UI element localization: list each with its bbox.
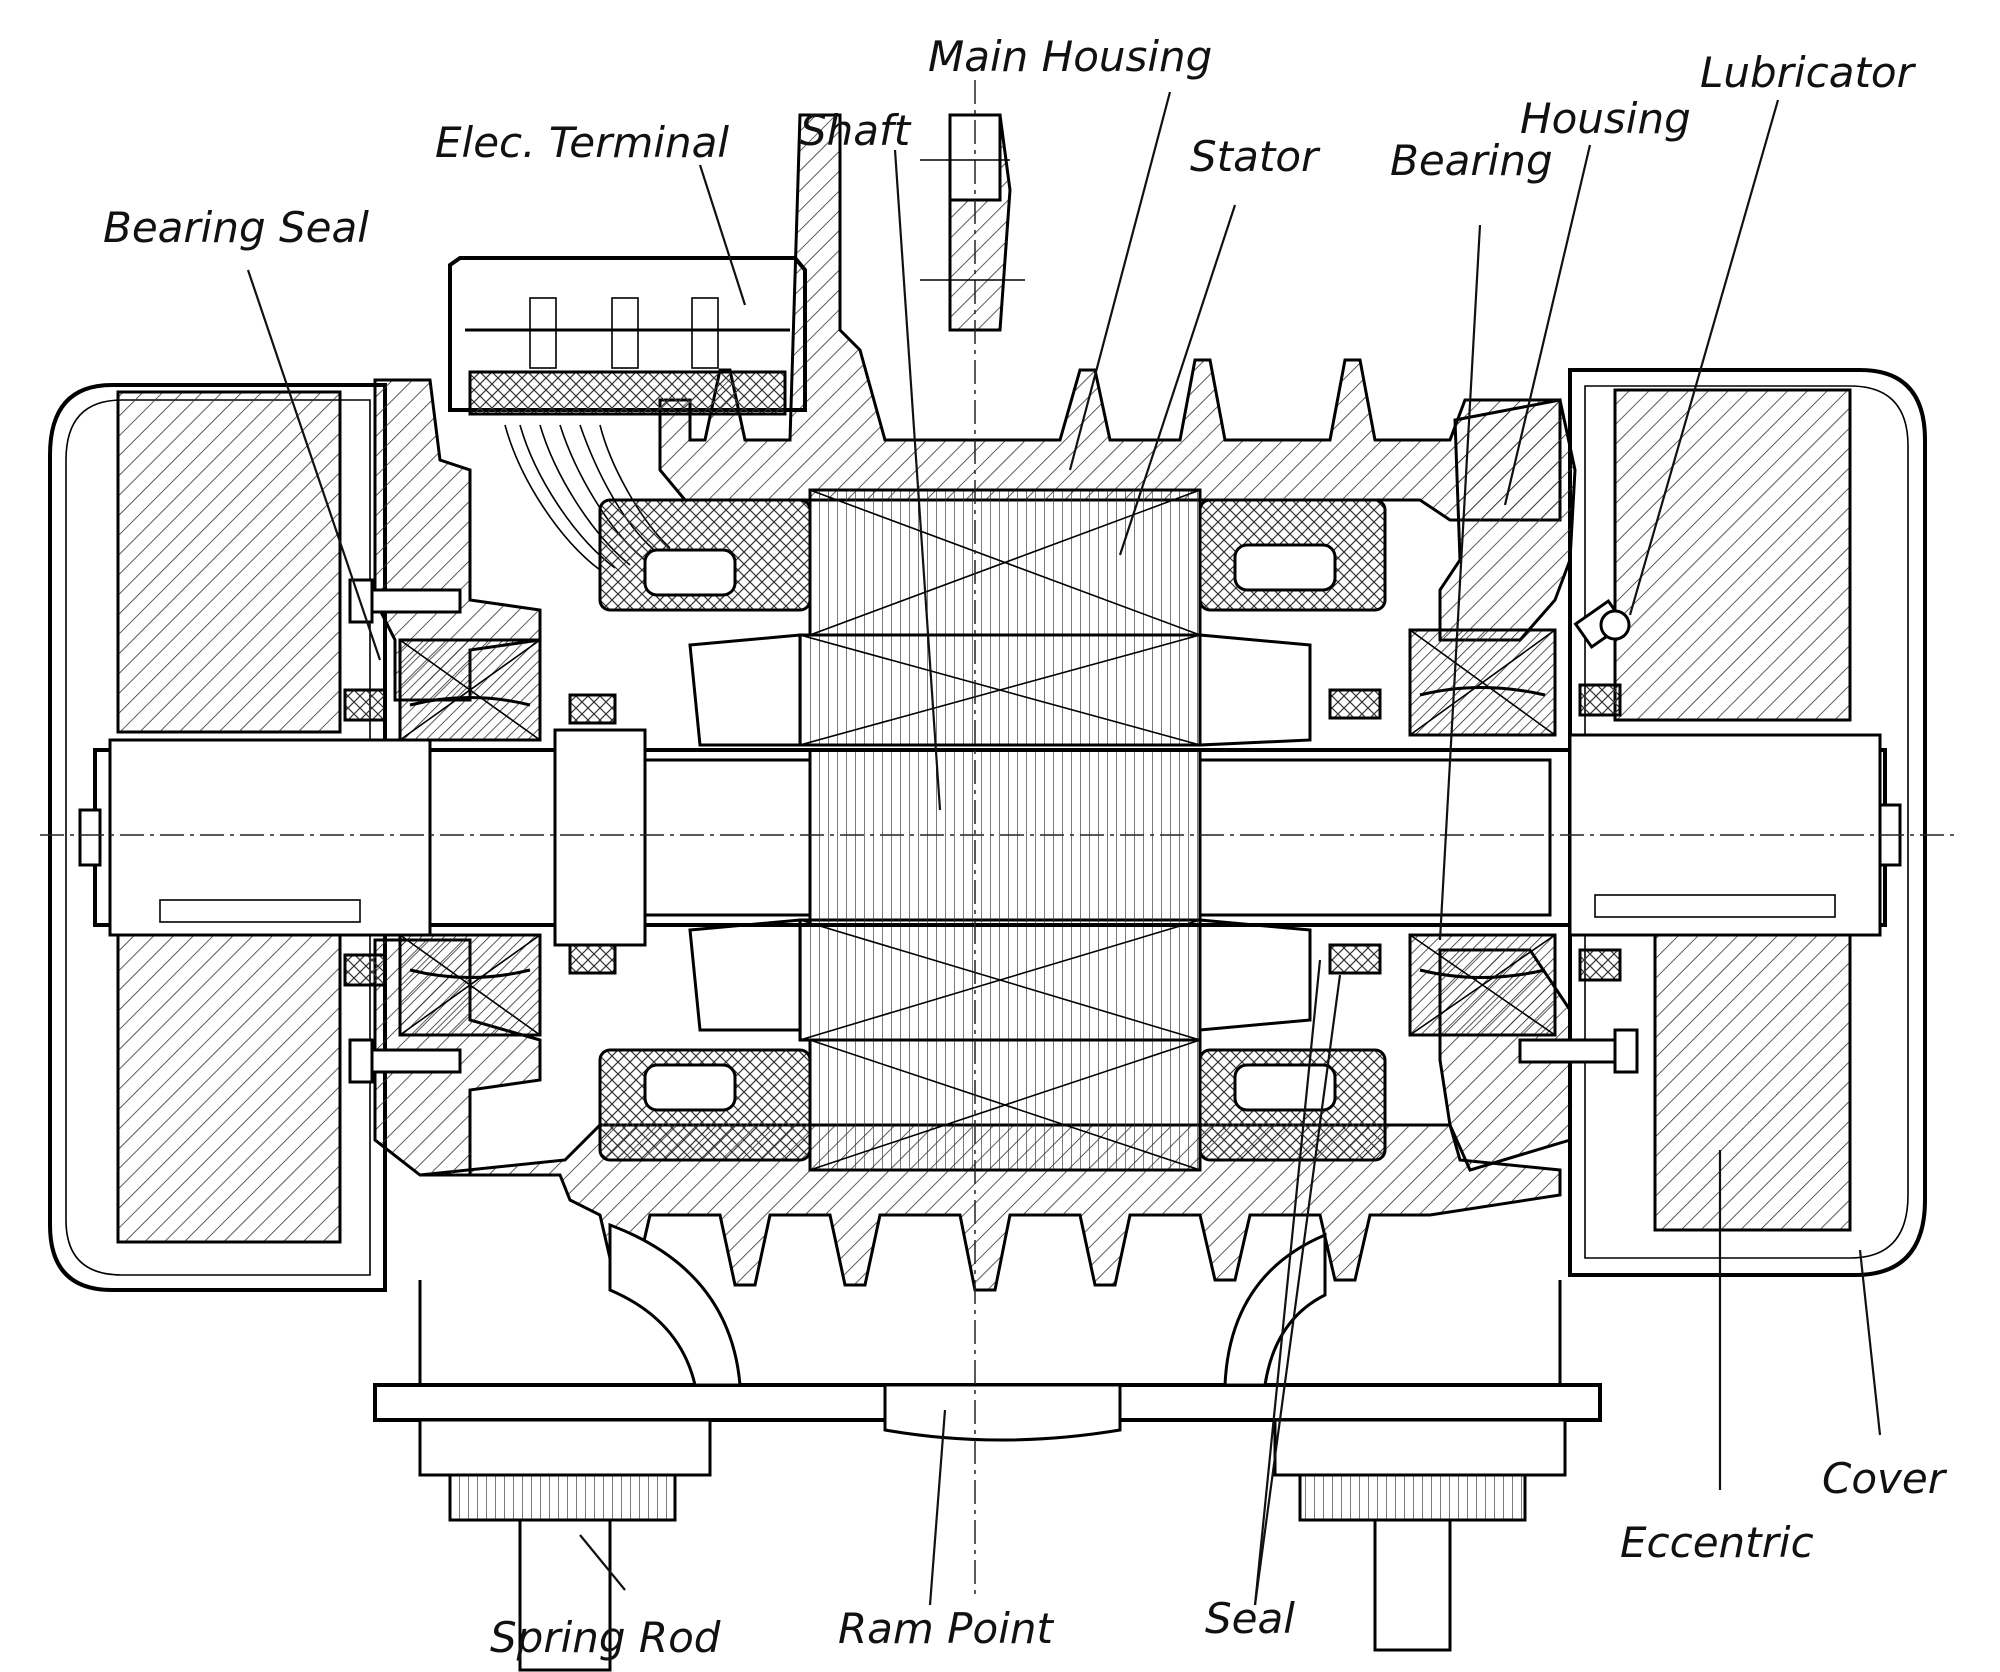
right-eccentric-weight [1613,388,1852,1232]
stator-windings [598,498,1387,1162]
label-bearing-seal: Bearing Seal [103,203,369,252]
right-spring-mount [1223,1232,1567,1522]
rotor [688,633,1312,1042]
label-seal: Seal [1205,1594,1295,1643]
left-cover [48,383,387,1292]
base-plate [373,1280,1602,1442]
left-spring-mount [418,1222,742,1522]
label-ram-point: Ram Point [838,1604,1053,1653]
label-stator: Stator [1190,132,1319,181]
main-housing [419,113,1562,1292]
electrical-terminal-box [448,256,807,571]
left-eccentric-weight [116,390,342,1244]
label-lubricator: Lubricator [1700,48,1914,97]
label-elec-terminal: Elec. Terminal [435,118,730,167]
center-axes [40,80,1960,1600]
right-cover [1568,368,1927,1277]
label-shaft: Shaft [800,106,911,155]
label-spring-rod: Spring Rod [490,1613,721,1662]
label-bearing: Bearing [1390,136,1553,185]
lubricator-fitting [1573,598,1631,650]
seals [343,683,1622,987]
label-cover: Cover [1822,1454,1945,1503]
label-main-housing: Main Housing [928,32,1213,81]
right-bearing [1408,628,1557,1037]
stator-core [808,488,1202,1172]
label-housing: Housing [1520,94,1691,143]
label-eccentric: Eccentric [1620,1518,1814,1567]
left-bearing [398,638,542,1037]
spring-rods [518,1518,1452,1672]
shaft [78,728,1902,947]
leader-lines [246,91,1882,1606]
